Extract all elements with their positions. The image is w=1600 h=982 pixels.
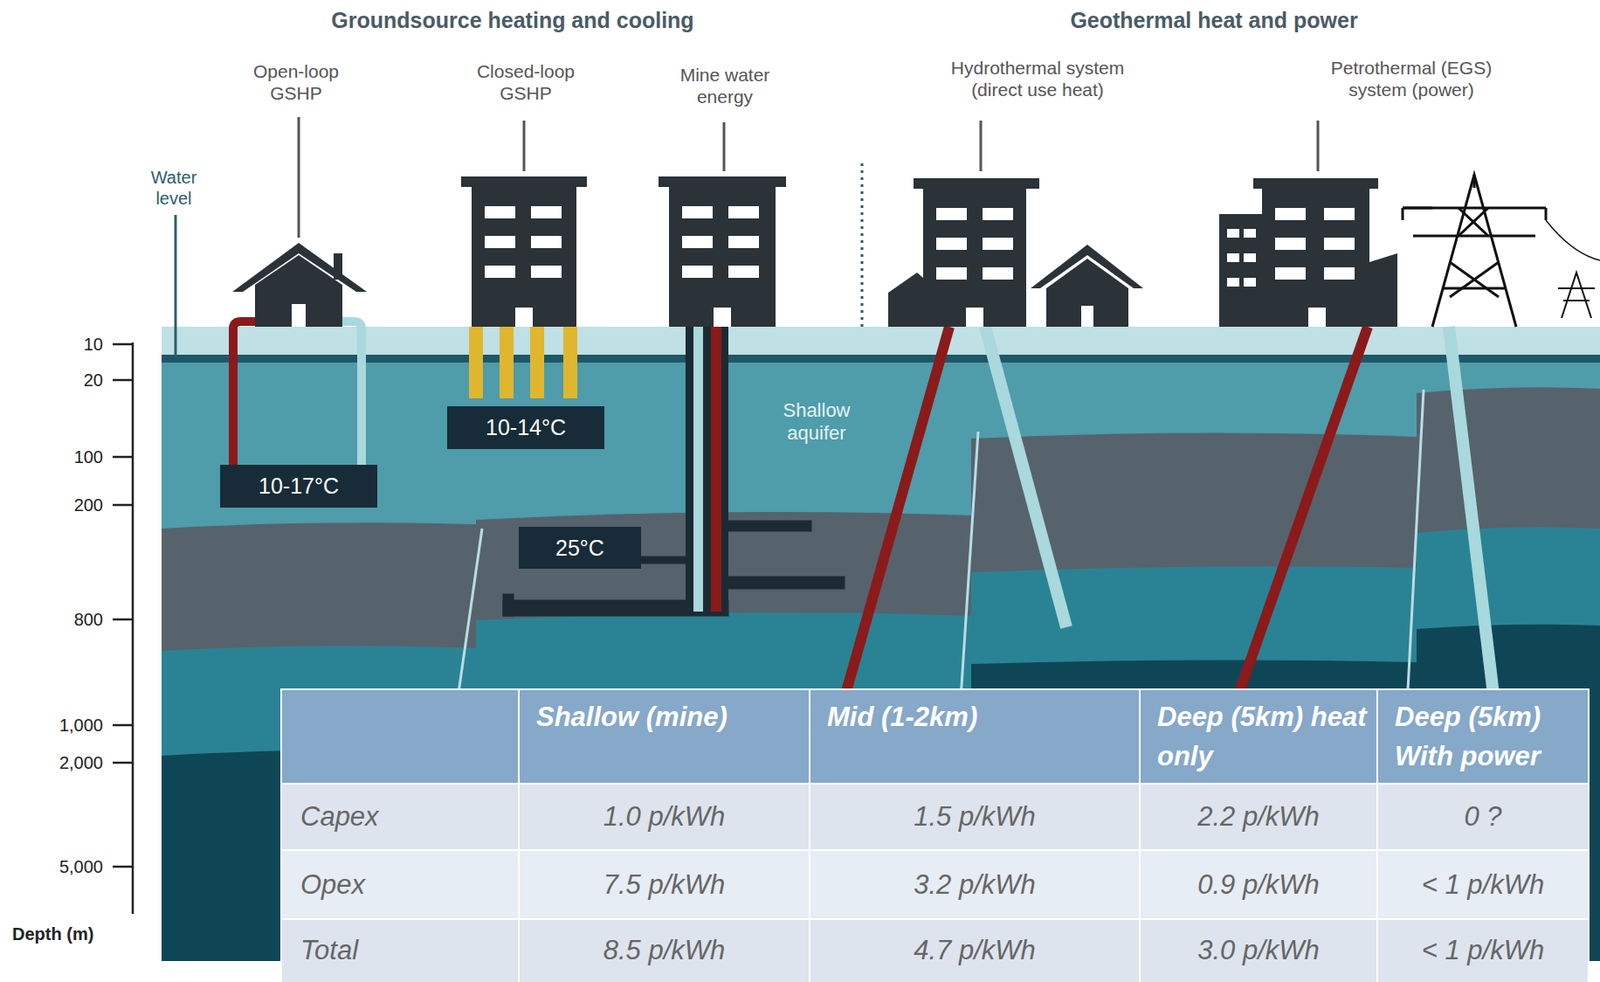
temperature-text: 10-17°C <box>258 473 339 499</box>
table-cell-text: 1.5 p/kWh <box>822 800 1127 833</box>
depth-tick-label: 100 <box>24 446 104 468</box>
water-level-label: Water level <box>132 166 216 209</box>
table-cell-text: 7.5 p/kWh <box>531 868 797 901</box>
table-cell-text: 1.0 p/kWh <box>531 800 797 833</box>
table-cell-text: 3.2 p/kWh <box>822 868 1127 901</box>
table-cell-text: < 1 p/kWh <box>1390 933 1576 966</box>
table-cell-text: 3.0 p/kWh <box>1152 933 1365 966</box>
system-label: Open-loop GSHP <box>240 60 352 104</box>
temperature-box: 10-14°C <box>447 406 605 449</box>
depth-tick-label: 20 <box>24 369 104 391</box>
table-cell-text: 2.2 p/kWh <box>1152 800 1365 833</box>
table-cell-text: Deep (5km) With power <box>1394 697 1582 777</box>
table-cell-text: 0.9 p/kWh <box>1152 868 1365 901</box>
temperature-text: 10-14°C <box>485 414 566 441</box>
section-heading: Geothermal heat and power <box>951 6 1476 34</box>
layer-label: Shallow aquifer <box>755 399 878 446</box>
table-cell-text: Opex <box>300 868 512 901</box>
depth-tick-label: 2,000 <box>24 751 104 773</box>
temperature-text: 25°C <box>555 535 605 561</box>
depth-tick-label: 5,000 <box>24 855 104 877</box>
table-cell-text: Mid (1-2km) <box>827 697 1133 738</box>
depth-tick-label: 1,000 <box>24 714 104 736</box>
table-cell-text: Total <box>300 933 512 966</box>
axis-title: Depth (m) <box>12 923 144 945</box>
depth-tick-label: 10 <box>24 333 104 355</box>
table-cell-text: Shallow (mine) <box>536 697 803 738</box>
system-label: Hydrothermal system (direct use heat) <box>931 56 1145 101</box>
temperature-box: 10-17°C <box>220 464 378 508</box>
section-heading: Groundsource heating and cooling <box>180 6 845 34</box>
depth-tick-label: 800 <box>24 608 104 630</box>
system-label: Closed-loop GSHP <box>462 60 590 104</box>
system-label: Mine water energy <box>666 63 785 108</box>
table-cell-text: 8.5 p/kWh <box>531 933 797 966</box>
table-cell-text: Capex <box>300 800 512 833</box>
table-cell-text: 4.7 p/kWh <box>822 933 1127 966</box>
table-cell-text: < 1 p/kWh <box>1390 868 1576 901</box>
depth-tick-label: 200 <box>24 494 104 516</box>
system-label: Petrothermal (EGS) system (power) <box>1302 56 1521 101</box>
table-cell-text: Deep (5km) heat only <box>1157 697 1371 777</box>
temperature-box: 25°C <box>518 526 642 569</box>
table-cell-text: 0 ? <box>1390 800 1576 833</box>
